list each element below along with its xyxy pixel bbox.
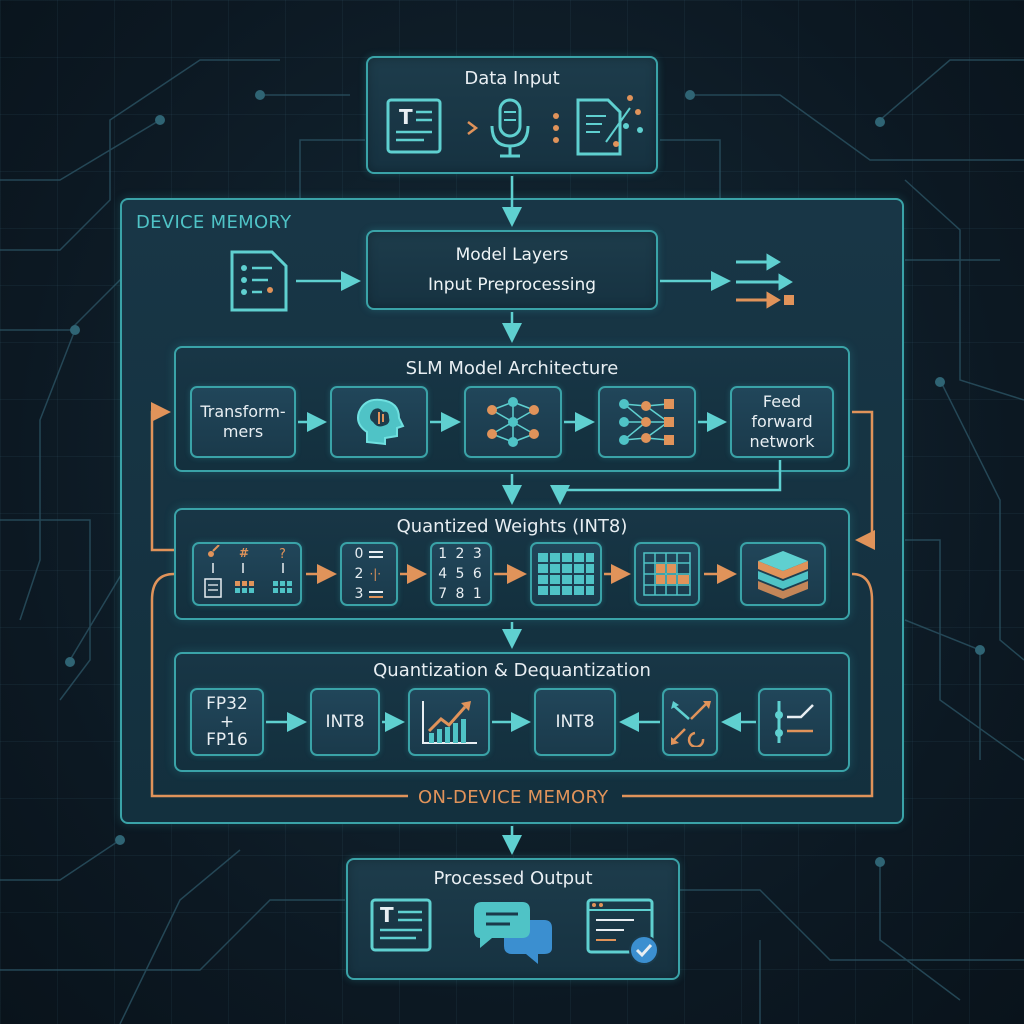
list-digit-0: 0 (354, 546, 364, 562)
fp-tile: FP32 + FP16 (190, 688, 264, 756)
weights-grid-tile: 1 2 3 4 5 6 7 8 1 (430, 542, 492, 606)
neural-net-tile-1 (464, 386, 562, 458)
database-tile (740, 542, 826, 606)
weights-list-tile: 0 2·|· 3 (340, 542, 398, 606)
neural-network-icon (487, 397, 539, 447)
fp-label: FP32 + FP16 (206, 694, 248, 750)
list-digit-1: 2 (354, 566, 364, 582)
grid-row-0: 1 2 3 (438, 546, 484, 562)
grid-row-2: 7 8 1 (438, 586, 484, 602)
svg-text:#: # (239, 546, 249, 560)
brain-head-icon (357, 398, 405, 446)
settings-curve-icon (775, 701, 814, 743)
quantization-panel: Quantization & Dequantization (174, 652, 850, 772)
highlighted-matrix-icon (643, 552, 691, 596)
matrix-icon (538, 553, 594, 595)
neural-net-tile-2 (598, 386, 696, 458)
data-input-title: Data Input (464, 68, 560, 89)
data-input-icons: T (386, 95, 643, 158)
transformers-label: Transform- mers (200, 402, 286, 441)
slm-architecture-title: SLM Model Architecture (405, 358, 619, 379)
verified-window-icon (586, 898, 659, 965)
matrix-tile-1 (530, 542, 602, 606)
svg-text:T: T (380, 903, 394, 927)
adjust-tile (758, 688, 832, 756)
on-device-memory-label: ON-DEVICE MEMORY (414, 787, 613, 808)
matrix-tile-2 (634, 542, 700, 606)
svg-text:T: T (399, 105, 413, 129)
chevron-right-icon (467, 121, 479, 135)
quantized-weights-title: Quantized Weights (INT8) (396, 516, 628, 537)
dots-icon (553, 113, 559, 143)
text-document-icon: T (386, 98, 442, 154)
device-memory-label: DEVICE MEMORY (136, 212, 292, 233)
data-document-icon (576, 95, 643, 156)
int8-label-b: INT8 (555, 712, 595, 732)
question-mark-1: ? (279, 547, 286, 562)
trend-chart-icon (422, 701, 477, 744)
brain-tile (330, 386, 428, 458)
int8-label-a: INT8 (325, 712, 365, 732)
preprocessing-box: Model Layers Input Preprocessing (366, 230, 658, 310)
grid-row-1: 4 5 6 (438, 566, 484, 582)
transformers-tile: Transform- mers (190, 386, 296, 458)
processed-output-title: Processed Output (433, 868, 593, 889)
weights-input-tile: # ? (192, 542, 302, 606)
chat-bubbles-icon (474, 902, 552, 964)
database-stack-icon (758, 551, 808, 599)
output-icons: T (370, 898, 659, 965)
chart-tile (408, 688, 490, 756)
quantization-title: Quantization & Dequantization (373, 660, 651, 681)
preprocessing-line1: Model Layers (455, 245, 569, 265)
feed-forward-tile: Feed forward network (730, 386, 834, 458)
list-digit-2: 3 (354, 586, 364, 602)
preprocessing-line2: Input Preprocessing (427, 275, 597, 295)
transform-tile (662, 688, 718, 756)
int8-tile-a: INT8 (310, 688, 380, 756)
weights-input-icons: # ? (204, 545, 292, 598)
microphone-icon (490, 98, 530, 158)
int8-tile-b: INT8 (534, 688, 616, 756)
processed-output-box: Processed Output T (346, 858, 680, 980)
output-text-document-icon: T (370, 898, 432, 952)
feed-forward-label: Feed forward network (749, 392, 815, 451)
data-input-box: Data Input T (366, 56, 658, 174)
shuffle-transform-icon (671, 701, 711, 747)
deep-network-icon (619, 399, 674, 445)
